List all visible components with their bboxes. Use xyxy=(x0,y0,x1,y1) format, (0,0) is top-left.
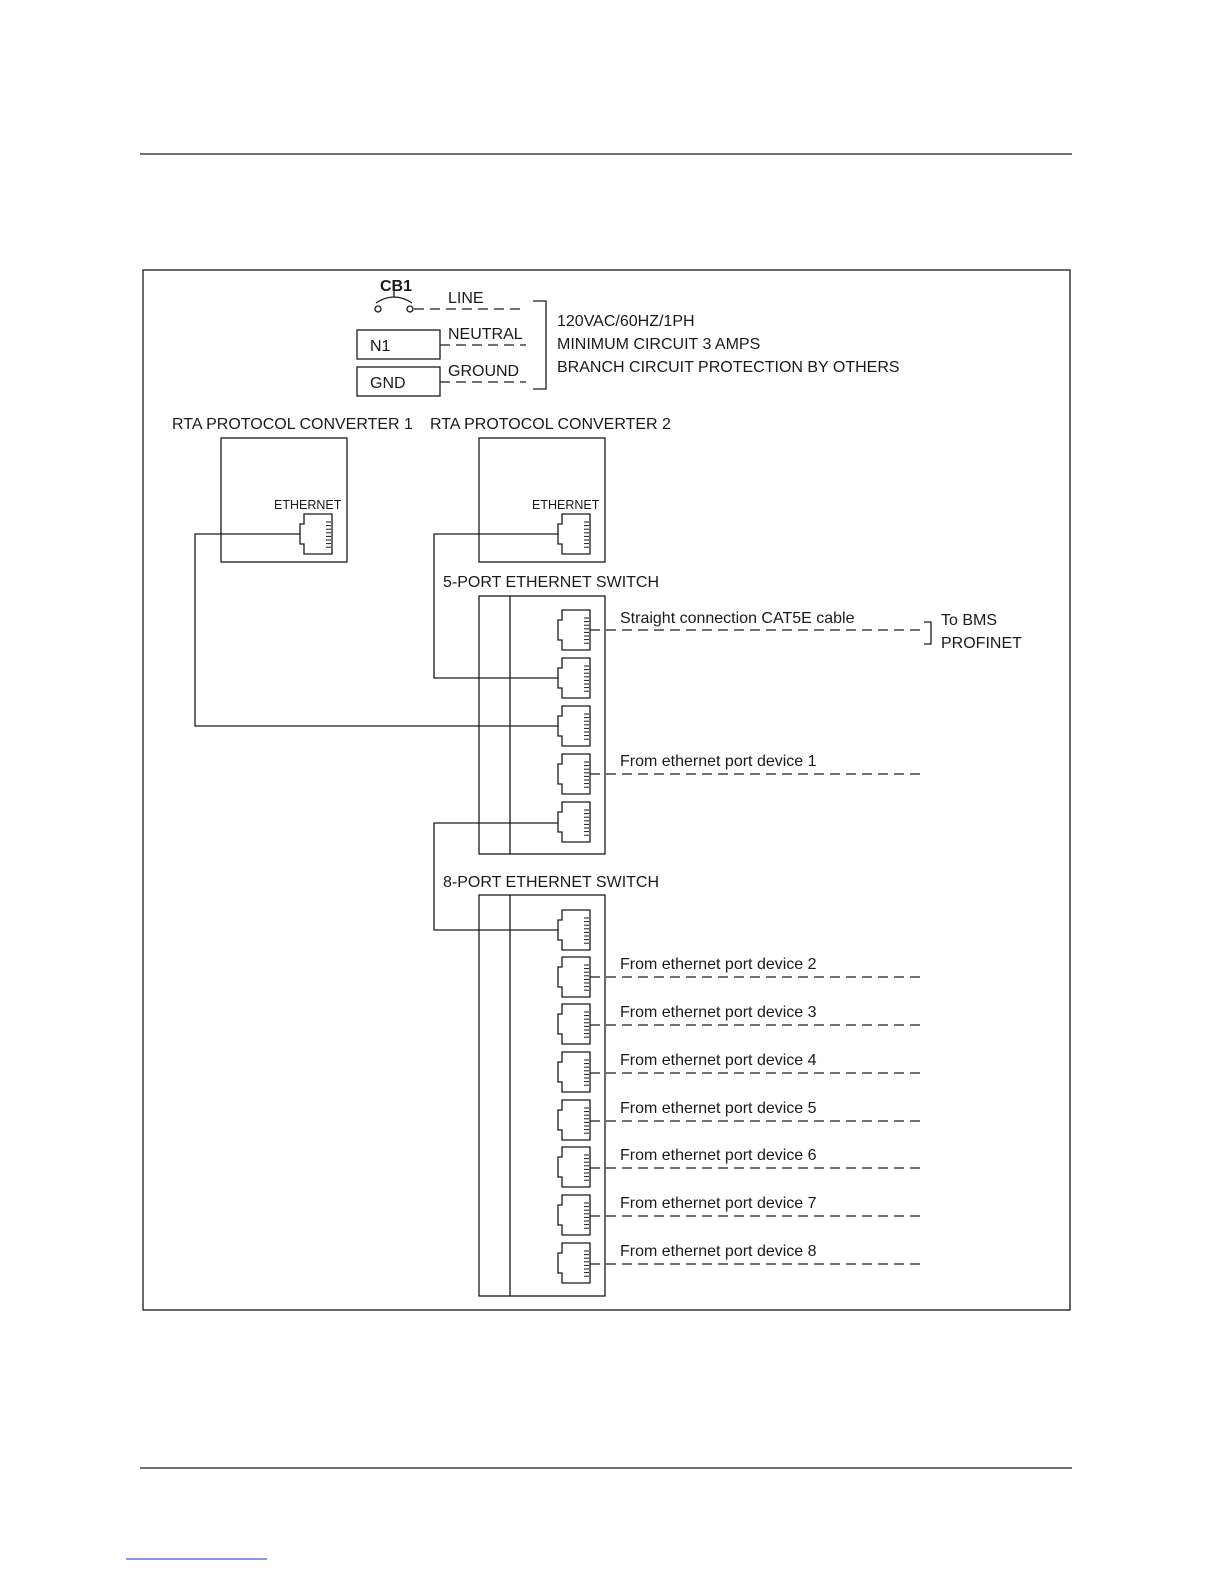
switch8-port-7-jack xyxy=(557,1194,591,1236)
device3-label: From ethernet port device 3 xyxy=(620,1004,817,1021)
device2-label: From ethernet port device 2 xyxy=(620,956,817,973)
device4-label: From ethernet port device 4 xyxy=(620,1052,817,1069)
switch5-title: 5-PORT ETHERNET SWITCH xyxy=(443,574,659,591)
device6-label: From ethernet port device 6 xyxy=(620,1147,817,1164)
switch8-port-4-jack xyxy=(557,1051,591,1093)
switch8-box xyxy=(478,894,606,1297)
switch8-port-3-jack xyxy=(557,1003,591,1045)
switch5-port-2-jack xyxy=(557,657,591,699)
power-spec-1: 120VAC/60HZ/1PH xyxy=(557,313,695,330)
bms-label-1: To BMS xyxy=(941,612,997,629)
line-label: LINE xyxy=(448,290,484,307)
switch8-port-8-jack xyxy=(557,1242,591,1284)
power-bracket xyxy=(533,300,547,390)
switch5-port-5-jack xyxy=(557,801,591,843)
switch5-port-3-jack xyxy=(557,705,591,747)
switch5-port-1-jack xyxy=(557,609,591,651)
rj45-jacks xyxy=(299,513,591,1284)
converter1-title: RTA PROTOCOL CONVERTER 1 xyxy=(172,416,413,433)
diagram-frame xyxy=(142,269,1071,1311)
device1-label: From ethernet port device 1 xyxy=(620,753,817,770)
converter1-box xyxy=(220,437,348,563)
cable-switch5-to-switch8 xyxy=(433,822,562,931)
power-spec-2: MINIMUM CIRCUIT 3 AMPS xyxy=(557,336,760,353)
switch8-port-1-jack xyxy=(557,909,591,951)
device8-label: From ethernet port device 8 xyxy=(620,1243,817,1260)
converter1-ethernet-jack xyxy=(299,513,333,555)
breaker-label: CB1 xyxy=(380,278,412,295)
cable-converter2-to-switch5 xyxy=(433,533,562,679)
ground-label: GROUND xyxy=(448,363,519,380)
switch8-port-5-jack xyxy=(557,1099,591,1141)
n1-label: N1 xyxy=(370,338,391,355)
switch8-port-2-jack xyxy=(557,956,591,998)
converter1-port-label: ETHERNET xyxy=(274,498,342,512)
power-spec-3: BRANCH CIRCUIT PROTECTION BY OTHERS xyxy=(557,359,900,376)
switch8-title: 8-PORT ETHERNET SWITCH xyxy=(443,874,659,891)
switch5-port-4-jack xyxy=(557,753,591,795)
bms-bracket xyxy=(924,621,932,645)
switch5-box xyxy=(478,595,606,855)
bms-cable-label: Straight connection CAT5E cable xyxy=(620,610,855,627)
cable-converter1-to-switch5 xyxy=(194,533,562,727)
converter2-title: RTA PROTOCOL CONVERTER 2 xyxy=(430,416,671,433)
converter2-port-label: ETHERNET xyxy=(532,498,600,512)
gnd-label: GND xyxy=(370,375,406,392)
converter2-box xyxy=(478,437,606,563)
device-cables: From ethernet port device 2 From ethernet… xyxy=(590,956,925,1265)
device5-label: From ethernet port device 5 xyxy=(620,1100,817,1117)
device7-label: From ethernet port device 7 xyxy=(620,1195,817,1212)
neutral-label: NEUTRAL xyxy=(448,326,523,343)
circuit-breaker: CB1 xyxy=(374,278,414,313)
bms-label-2: PROFINET xyxy=(941,635,1022,652)
switch8-port-6-jack xyxy=(557,1146,591,1188)
converter2-ethernet-jack xyxy=(557,513,591,555)
